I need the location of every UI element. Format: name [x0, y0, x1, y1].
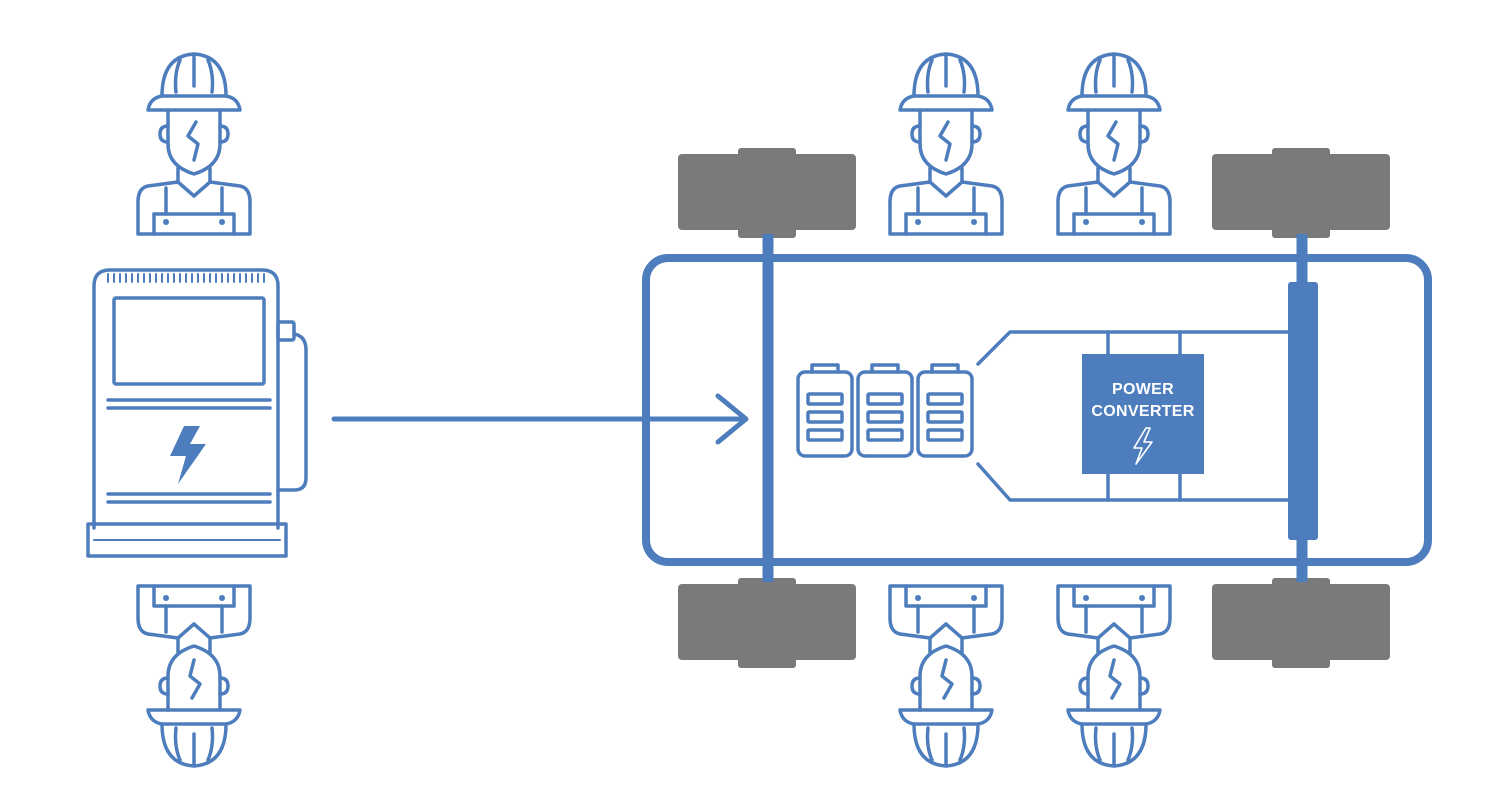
construction-worker-icon: [1056, 584, 1172, 768]
battery-icon: [796, 363, 854, 458]
charging-station-icon: [86, 268, 308, 558]
lightning-bolt-icon: [1133, 427, 1153, 465]
wheel-front-right: [678, 578, 856, 668]
charger-nozzle: [276, 320, 296, 342]
power-wiring: [976, 330, 1290, 502]
wheel-rear-left: [1212, 148, 1390, 238]
construction-worker-icon: [888, 52, 1004, 236]
construction-worker-icon: [1056, 52, 1172, 236]
lightning-bolt-icon: [170, 426, 206, 484]
charger-screen: [112, 296, 266, 386]
arrow-right-icon: [331, 393, 749, 445]
construction-worker-icon: [136, 52, 252, 236]
battery-icon: [916, 363, 974, 458]
construction-worker-icon: [888, 584, 1004, 768]
charger-cable: [276, 332, 308, 492]
charger-top-vent: [107, 273, 265, 283]
wheel-rear-right: [1212, 578, 1390, 668]
motor-bar: [1288, 282, 1318, 540]
battery-icon: [856, 363, 914, 458]
construction-worker-icon: [136, 584, 252, 768]
power-converter: POWER CONVERTER: [1082, 354, 1204, 474]
power-converter-label-line1: POWER: [1112, 381, 1174, 398]
power-converter-label-line2: CONVERTER: [1091, 403, 1194, 420]
vehicle-chassis: [642, 254, 1432, 566]
wheel-front-left: [678, 148, 856, 238]
